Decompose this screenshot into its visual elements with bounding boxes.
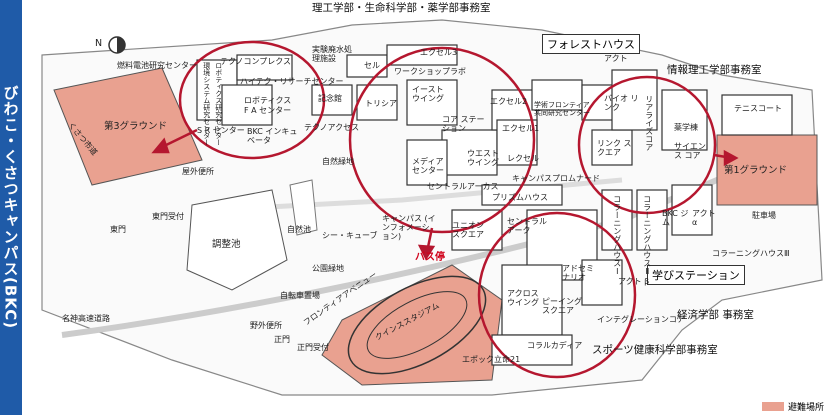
label-core-station: コア ステーション	[442, 115, 485, 133]
label-hitech: ハイテク・リサーチセンター	[240, 77, 344, 86]
label-shizen-ike: 自然池	[287, 225, 311, 234]
ground3-area	[53, 67, 203, 186]
label-peeing: ピーイング スクエア	[542, 297, 582, 315]
campus-map: N 理工学部・生命科学部・薬学部事務室 フォレストハウス 情報理工学部事務室 学…	[22, 0, 830, 415]
label-campus-info: キャンパス (インフォメーション)	[382, 214, 436, 241]
label-frontier: 学術フロンティア 共同研究センター	[534, 101, 590, 117]
label-recel: レクセル	[507, 154, 539, 163]
evac-arrows	[151, 128, 739, 261]
label-higashimon-uketsuke: 東門受付	[152, 212, 184, 221]
label-integration-core: インテグレーションコア	[597, 315, 685, 324]
label-union-square: ユニオン スクエア	[452, 221, 484, 239]
label-techno-complex: テクノコンプレクス	[220, 57, 292, 66]
compass-n-label: N	[95, 38, 103, 49]
label-act-alpha: アクト α	[692, 209, 716, 227]
label-campus-promenade: キャンパスプロムナード	[512, 174, 600, 183]
label-coloring-house3: コラーニングハウスⅢ	[712, 249, 790, 258]
label-rikou-office: 理工学部・生命科学部・薬学部事務室	[312, 2, 491, 14]
label-manabi-station: 学びステーション	[647, 265, 745, 285]
label-across: アクロス ウイング	[507, 289, 539, 307]
stadium-track	[347, 275, 487, 375]
label-jitensha: 自転車置場	[280, 291, 320, 300]
label-kankyo: 環境システム研究センター	[202, 62, 211, 146]
label-forest-house: フォレストハウス	[542, 34, 640, 54]
label-higashimon: 東門	[110, 225, 126, 234]
label-tennis: テニスコート	[734, 104, 782, 113]
label-science-core: サイエンス コア	[674, 142, 706, 160]
campus-title: びわこ・くさつキャンパス(BKC)	[1, 85, 20, 330]
label-yakugaku: 薬学棟	[674, 123, 698, 132]
label-act-beta: アクト β	[618, 277, 650, 286]
label-techno-access: テクノアクセス	[304, 123, 360, 132]
label-sr-center: S R センター	[197, 126, 245, 135]
label-arcadia: コラルカディア	[527, 341, 583, 350]
label-prism-house: プリズムハウス	[492, 193, 548, 202]
label-epoch21: エポック立命21	[462, 355, 521, 364]
label-seimon-uketsuke: 正門受付	[297, 343, 329, 352]
label-parking: 駐車場	[752, 211, 776, 220]
label-west-wing: ウエスト ウイング	[467, 149, 499, 167]
label-east-wing: イースト ウイング	[412, 85, 444, 103]
label-joho-office: 情報理工学部事務室	[667, 64, 762, 76]
label-meishin: 名神高速道路	[62, 314, 110, 323]
legend-label: 避難場所	[787, 403, 824, 413]
legend: 避難場所	[761, 400, 824, 413]
label-reality-core: リアライズコア	[644, 95, 654, 151]
label-seimon: 正門	[274, 335, 290, 344]
label-central-arcus: セントラルアーカス	[427, 182, 499, 191]
label-nenryo: 燃料電池研究センター	[117, 61, 197, 70]
label-ground1: 第1グラウンド	[724, 165, 788, 176]
label-bkc-incubator: BKC インキュベータ	[247, 127, 298, 145]
sidebar: びわこ・くさつキャンパス(BKC)	[0, 0, 22, 415]
label-actor: アクト	[604, 54, 628, 63]
label-bio-link: バイオ リンク	[604, 94, 639, 112]
label-bkc-gym: BKC ジム	[662, 209, 689, 227]
highlight-circles	[178, 40, 717, 379]
label-keizai-office: 経済学部 事務室	[677, 309, 754, 321]
label-jikken-haisui: 実験廃水処理施設	[312, 45, 352, 63]
label-bus-stop: バス停	[415, 252, 445, 263]
label-coloring-house1: コラーニングハウスⅠ	[612, 195, 622, 276]
label-xcel1: エクセル1	[502, 124, 540, 133]
legend-swatch	[761, 402, 784, 411]
buildings	[196, 44, 793, 366]
label-kinenkan: 記念館	[318, 94, 342, 103]
chosei-pond	[186, 189, 288, 291]
label-trisia: トリシア	[365, 99, 397, 108]
label-rnet-center: ロボティクス研究センター	[214, 62, 223, 146]
label-robotics: ロボティクス	[244, 96, 292, 105]
label-fa-center: F A センター	[244, 106, 292, 115]
label-ground3: 第3グラウンド	[104, 121, 168, 132]
label-okugai-benjo: 屋外便所	[182, 167, 214, 176]
map-svg	[41, 19, 823, 396]
label-central-arc: セントラル アーク	[507, 217, 547, 235]
label-xcel3: エクセル3	[420, 48, 458, 57]
label-link-square: リンク スクエア	[597, 139, 632, 157]
shizen-pond	[289, 179, 318, 236]
label-sea-cube: シー・キューブ	[322, 231, 378, 240]
label-chosei-ike: 調整池	[212, 239, 241, 250]
label-adoseminar: アドセミ ナリオ	[562, 264, 594, 282]
label-cell: セル	[364, 61, 380, 70]
stadium-field	[366, 291, 468, 359]
label-workshop: ワークショップラボ	[394, 67, 466, 76]
compass	[108, 36, 126, 54]
label-yagai-benjo: 野外便所	[250, 321, 282, 330]
stadium-area	[321, 264, 503, 386]
label-media-center: メディア センター	[412, 157, 444, 175]
label-sports-office: スポーツ健康科学部事務室	[592, 344, 718, 356]
label-koen-ryokuchi: 公園緑地	[312, 264, 344, 273]
label-shizen-ryokuchi: 自然緑地	[322, 157, 354, 166]
label-xcel2: エクセル2	[490, 97, 528, 106]
label-coloring-house2: コラーニングハウスⅡ	[642, 195, 652, 276]
